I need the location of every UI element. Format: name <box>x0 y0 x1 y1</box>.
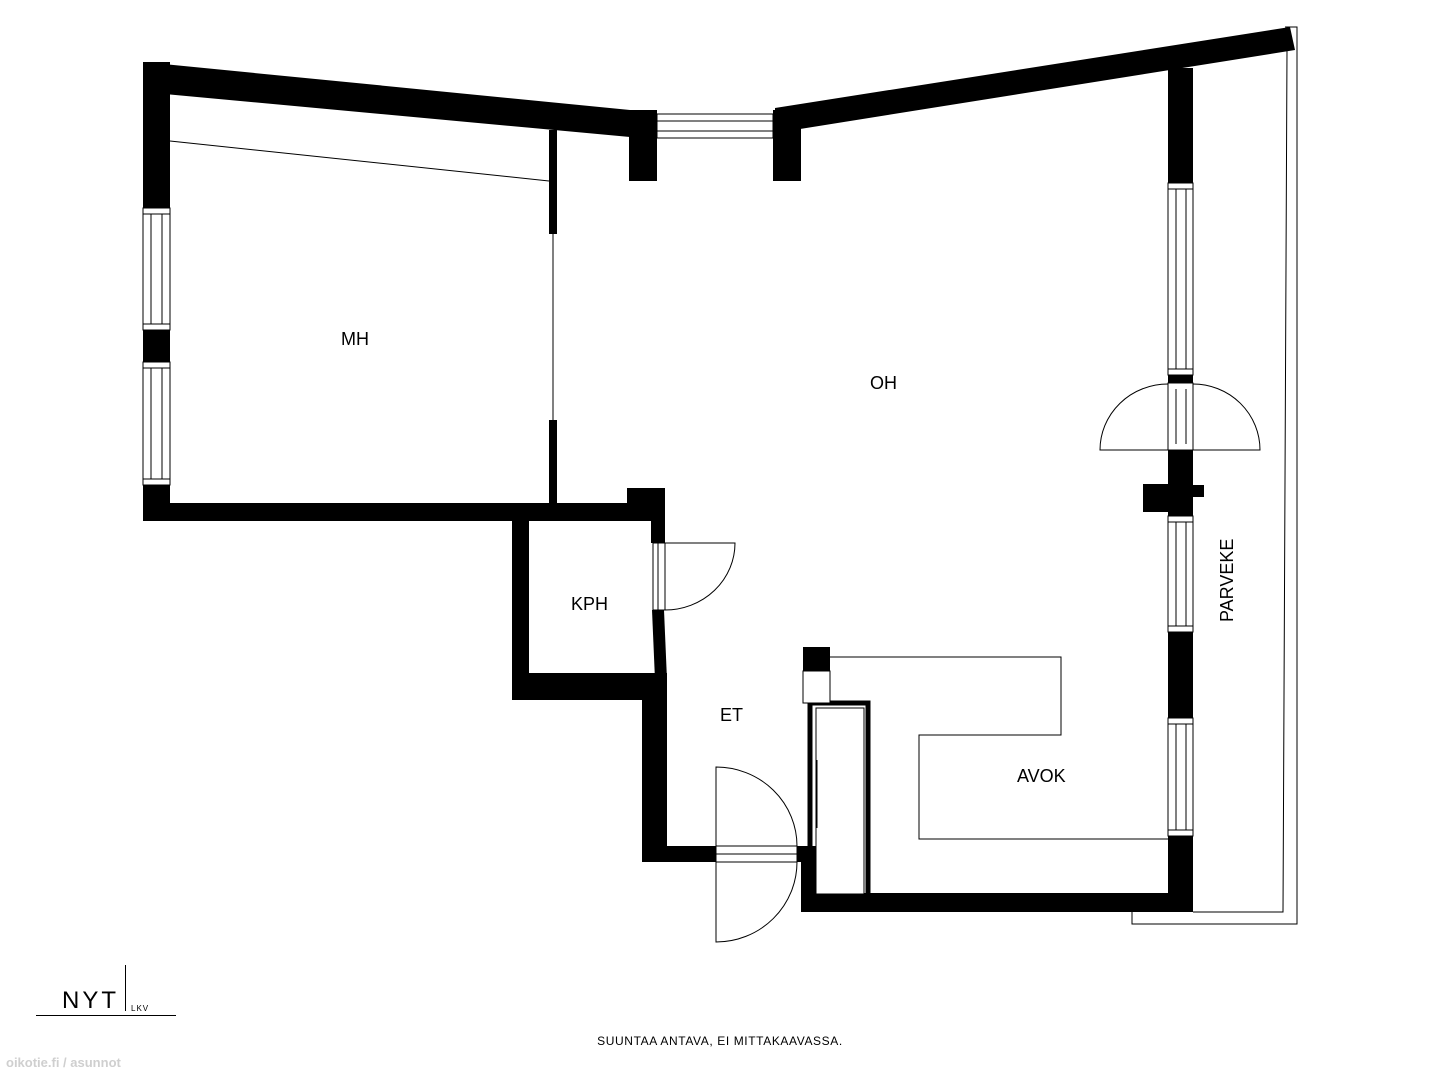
logo-suffix: LKV <box>131 1004 150 1013</box>
doors <box>652 382 1261 943</box>
chimney-tab <box>1190 485 1204 497</box>
entrance-door-swing-out <box>715 861 798 943</box>
kph-door-swing <box>664 542 736 611</box>
wall-top-right <box>775 27 1295 133</box>
wall-et-bottom <box>642 846 716 862</box>
disclaimer-caption: SUUNTAA ANTAVA, EI MITTAKAAVASSA. <box>597 1034 843 1048</box>
kitchen-fridge <box>802 670 831 704</box>
room-label-kph: KPH <box>571 594 608 614</box>
wall-left-top <box>143 62 170 208</box>
room-label-mh: MH <box>341 329 369 349</box>
windows <box>142 113 1194 837</box>
room-label-oh: OH <box>870 373 897 393</box>
entrance-door-swing-in <box>715 766 798 847</box>
room-label-parveke: PARVEKE <box>1217 539 1237 622</box>
ceiling-slope-line <box>169 140 550 182</box>
kph-door-frame <box>652 542 666 611</box>
closet-frame <box>807 700 871 902</box>
chimney <box>1143 484 1173 512</box>
wall-left-mid <box>143 330 170 362</box>
wall-top-left <box>143 62 630 137</box>
thin-lines <box>169 26 1298 925</box>
logo-divider-vertical <box>125 965 126 1011</box>
room-label-avok: AVOK <box>1017 766 1066 786</box>
logo-name: NYT <box>62 987 119 1014</box>
wall-right-bottom <box>1168 836 1193 912</box>
window-right-1 <box>1167 182 1194 376</box>
window-right-3 <box>1167 717 1194 837</box>
wall-bottom <box>801 893 1193 912</box>
kitchen-counter <box>830 656 1168 840</box>
walls <box>143 27 1295 912</box>
closet <box>807 700 871 902</box>
wall-kph-right-bottom <box>652 610 667 680</box>
watermark: oikotie.fi / asunnot <box>6 1055 121 1070</box>
wall-right-mid3 <box>1168 632 1193 718</box>
window-left-2 <box>142 361 171 486</box>
window-right-2 <box>1167 515 1194 633</box>
wall-kph-bottom <box>512 673 667 700</box>
wall-right-mid1 <box>1168 375 1193 383</box>
agency-logo: NYT LKV <box>36 965 176 1025</box>
wall-kph-right-top <box>651 488 665 543</box>
wall-partition-bottom <box>549 420 557 510</box>
wall-partition-top <box>549 130 557 234</box>
wall-kph-left <box>512 512 529 700</box>
wall-mh-bottom <box>143 503 665 521</box>
logo-divider-horizontal <box>36 1015 176 1016</box>
room-label-et: ET <box>720 705 743 725</box>
balcony-door-frame <box>1167 382 1194 451</box>
closet-inner <box>815 707 865 895</box>
window-top <box>656 113 774 139</box>
balcony-inner <box>1193 49 1288 913</box>
wall-right-top <box>1168 68 1193 183</box>
balcony-outline <box>1131 26 1298 925</box>
wall-et-left <box>642 690 667 862</box>
window-left-1 <box>142 207 171 331</box>
kitchen-block <box>803 647 830 671</box>
pier-right <box>773 110 801 181</box>
pier-left <box>629 110 657 181</box>
balcony-door-swing-inner <box>1099 383 1169 451</box>
balcony-door-swing-outer <box>1192 383 1261 451</box>
